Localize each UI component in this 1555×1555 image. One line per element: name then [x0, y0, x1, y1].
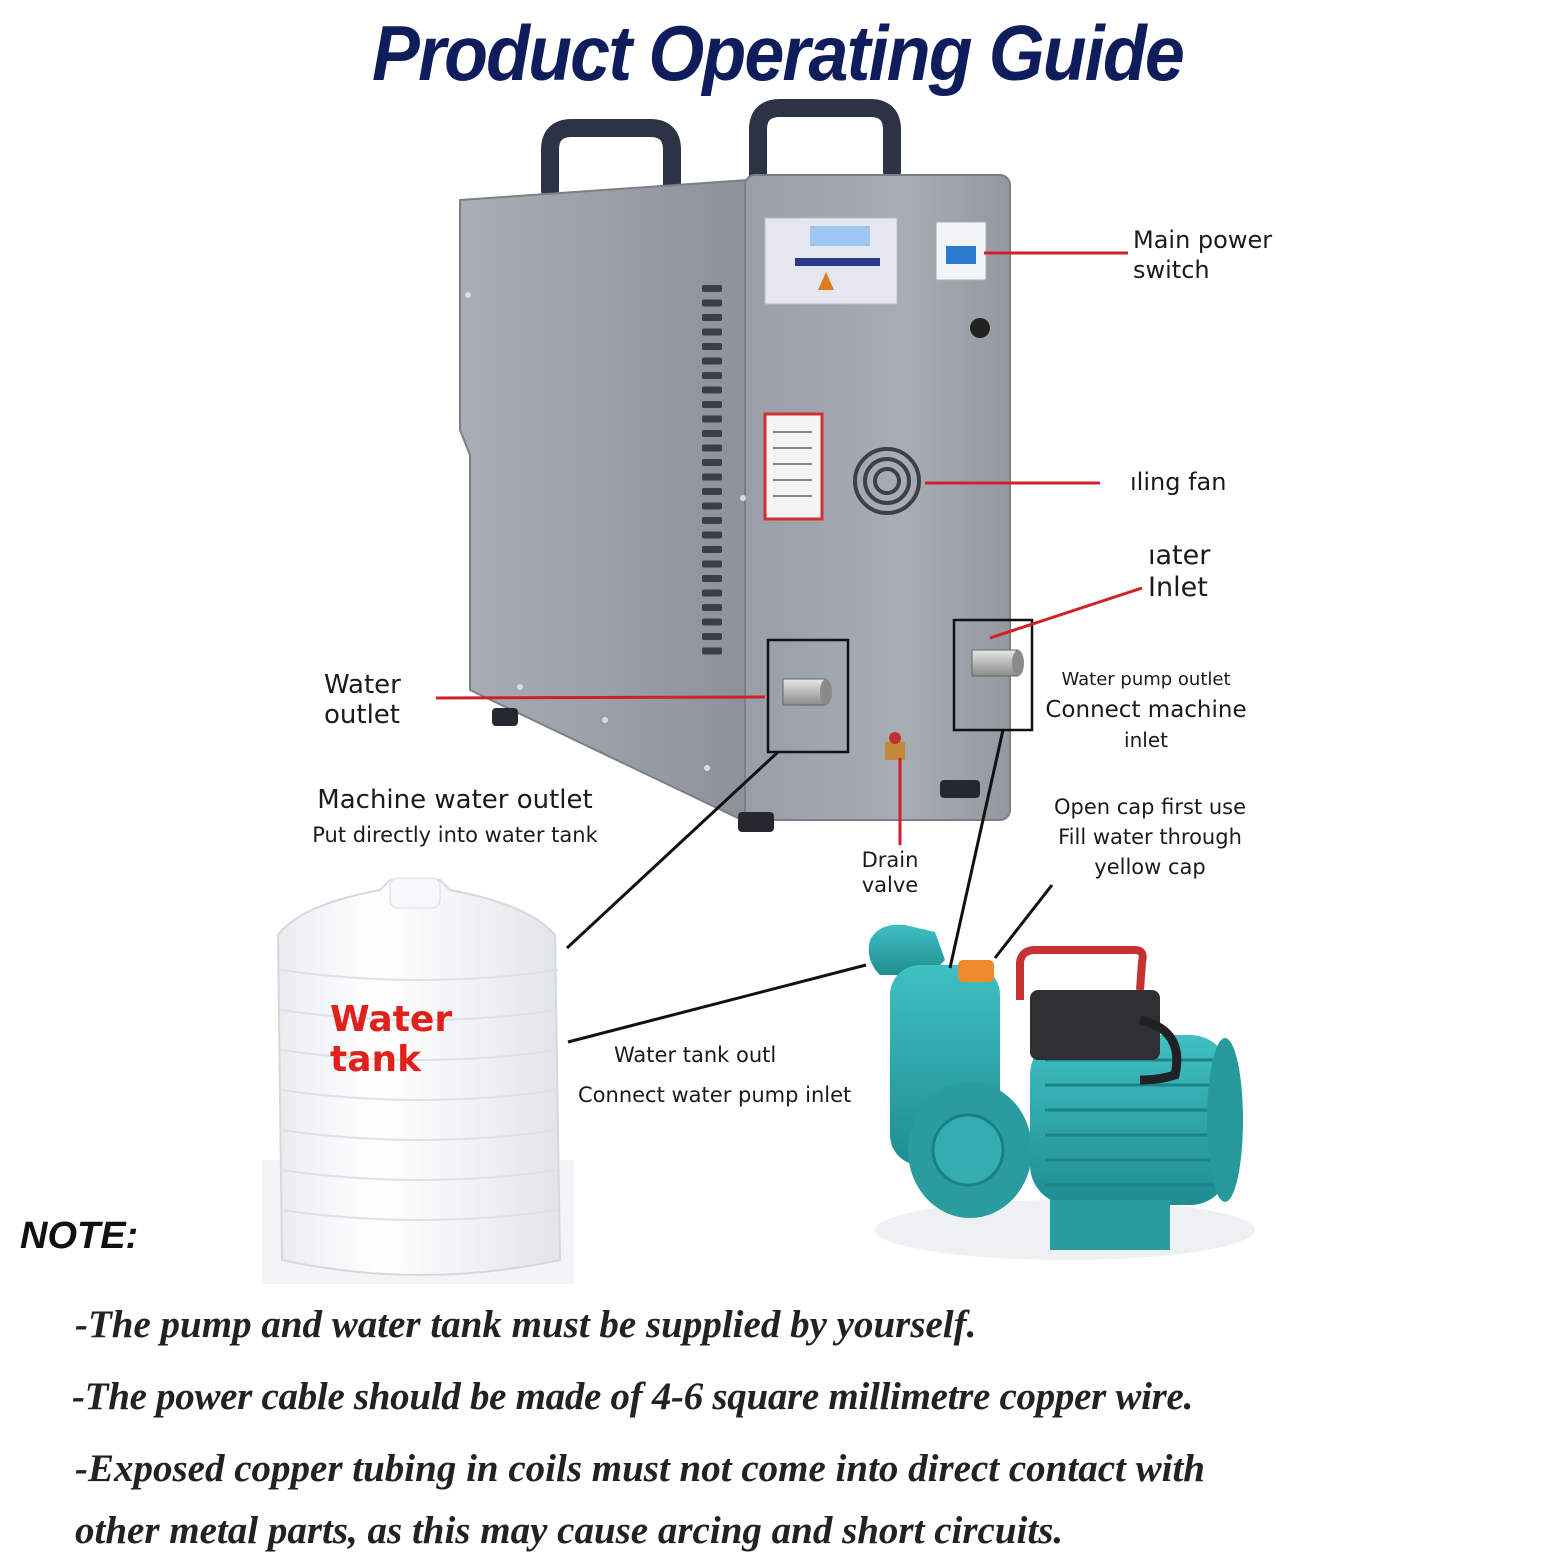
- label-line: valve: [861, 873, 919, 897]
- vent-slot: [702, 444, 722, 452]
- label-cooling-fan: ıling fan: [1130, 468, 1227, 496]
- induction-machine: [459, 99, 1034, 832]
- label-line: yellow cap: [1094, 855, 1206, 879]
- page-title: Product Operating Guide: [372, 9, 1185, 97]
- label-water-tank: Water tank: [330, 1000, 452, 1080]
- label-line: Drain: [861, 848, 919, 872]
- note-line-4: other metal parts, as this may cause arc…: [75, 1509, 1064, 1552]
- label-line: Water: [324, 670, 401, 700]
- vent-slot: [702, 546, 722, 553]
- label-line: Machine water outlet: [317, 785, 593, 815]
- label-line: Fill water through: [1058, 825, 1242, 849]
- label-line: Water pump outlet: [1061, 669, 1231, 690]
- label-line: outlet: [324, 700, 400, 730]
- vent-slot: [702, 618, 722, 626]
- vent-slot: [702, 343, 722, 350]
- vent-slot: [702, 430, 722, 437]
- cooling-fan-icon: [853, 447, 921, 515]
- label-water-tank-outlet: Water tank outl Connect water pump inlet: [578, 1040, 851, 1110]
- drain-valve-icon: [885, 732, 905, 760]
- handle-right: [749, 99, 901, 189]
- vent-slot: [702, 488, 722, 495]
- label-line: Main power: [1133, 226, 1273, 254]
- vent-slot: [702, 459, 722, 466]
- label-line: Inlet: [1148, 572, 1208, 603]
- vent-slot: [702, 299, 722, 307]
- leader-lines: [435, 251, 1143, 1044]
- indicator-knob: [970, 318, 990, 338]
- main-power-switch-icon: [935, 221, 987, 281]
- vent-slot: [702, 560, 722, 568]
- vent-slot: [702, 386, 722, 394]
- label-line: Put directly into water tank: [312, 823, 598, 847]
- vent-slot: [702, 531, 722, 539]
- label-main-power-switch: Main power switch: [1133, 225, 1272, 285]
- vent-slot: [702, 285, 722, 292]
- vent-slot: [702, 473, 722, 481]
- label-line: ıater: [1148, 540, 1211, 571]
- water-tank-illustration: [262, 877, 574, 1284]
- vent-slot: [702, 575, 722, 582]
- vent-slot: [702, 589, 722, 597]
- label-water-outlet: Water outlet: [324, 670, 401, 730]
- note-line-3: -Exposed copper tubing in coils must not…: [75, 1447, 1205, 1490]
- vent-slot: [702, 647, 722, 655]
- vent-grille: [702, 285, 722, 655]
- vent-slot: [702, 502, 722, 510]
- water-outlet-port-icon: [766, 638, 850, 754]
- label-line: Connect water pump inlet: [578, 1083, 852, 1107]
- label-line: Connect machine: [1045, 697, 1247, 723]
- vent-slot: [702, 401, 722, 408]
- label-line: tank: [330, 1039, 422, 1080]
- label-drain-valve: Drain valve: [840, 848, 940, 898]
- label-line: Water: [330, 999, 453, 1040]
- label-water-pump-outlet: Water pump outlet Connect machine inlet: [1030, 665, 1262, 755]
- vent-slot: [702, 633, 722, 640]
- label-line: Water tank outl: [614, 1043, 777, 1067]
- label-first-use: Open cap first use Fill water through ye…: [1030, 792, 1270, 882]
- label-line: Open cap first use: [1053, 795, 1247, 819]
- label-water-inlet: ıater Inlet: [1148, 540, 1210, 604]
- water-inlet-port-icon: [952, 618, 1034, 732]
- vent-slot: [702, 415, 722, 423]
- water-pump-illustration: [868, 924, 1255, 1260]
- label-machine-water-outlet: Machine water outlet Put directly into w…: [270, 784, 640, 854]
- spec-label: [763, 412, 824, 521]
- note-line-2: -The power cable should be made of 4-6 s…: [72, 1375, 1194, 1418]
- label-line: inlet: [1124, 728, 1168, 752]
- vent-slot: [702, 604, 722, 611]
- vent-slot: [702, 357, 722, 365]
- handle-left: [541, 119, 681, 199]
- vent-slot: [702, 328, 722, 336]
- note-line-1: -The pump and water tank must be supplie…: [75, 1303, 977, 1346]
- vent-slot: [702, 517, 722, 524]
- vent-slot: [702, 314, 722, 321]
- label-line: switch: [1133, 256, 1210, 284]
- note-heading: NOTE:: [20, 1215, 139, 1257]
- vent-slot: [702, 372, 722, 379]
